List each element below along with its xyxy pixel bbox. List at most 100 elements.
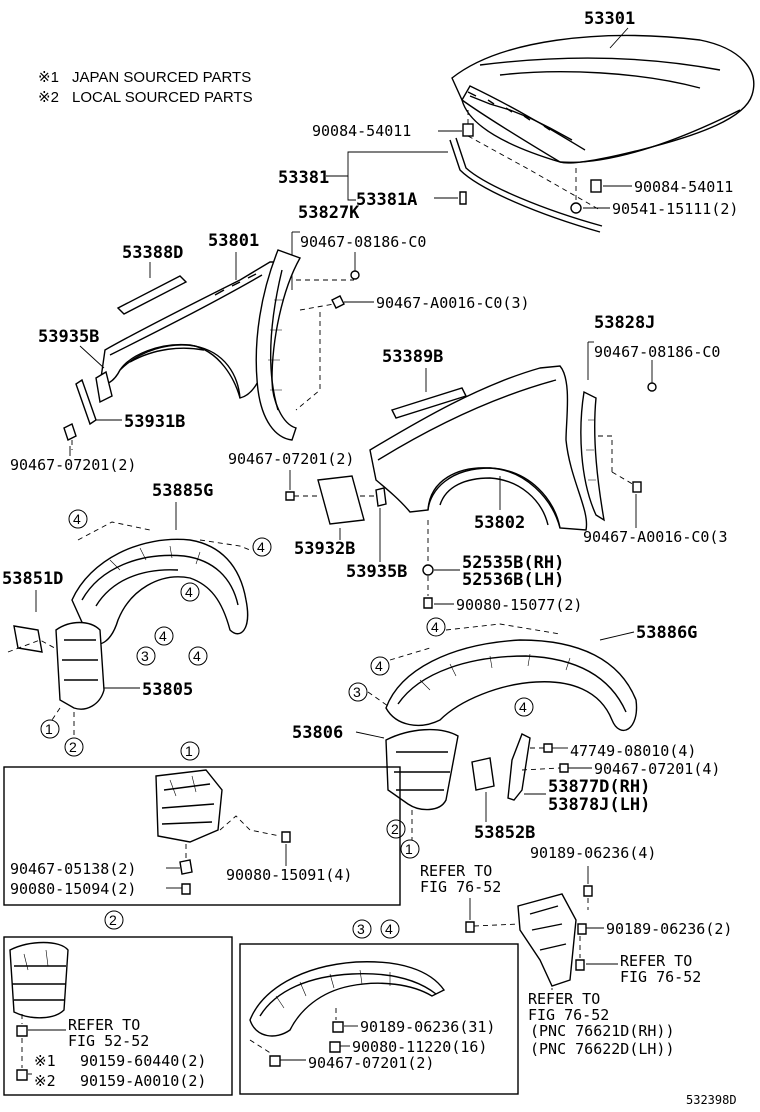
- fender-liner-r-drawing: [580, 390, 605, 522]
- box34-marker-a: 3: [357, 921, 365, 937]
- label-splash-r: 53886G: [636, 623, 697, 643]
- label-pad-l2: 53931B: [124, 412, 185, 432]
- box1-frame: [3, 766, 401, 906]
- mudflap-r: [507, 733, 531, 801]
- marker-2-a: 2: [69, 739, 77, 755]
- note-japan-mark: ※1: [38, 69, 59, 86]
- shield-r: [471, 757, 495, 791]
- box1-label-clip-a: 90467-05138(2): [10, 860, 136, 878]
- label-clip-rh: 52535B(RH): [462, 553, 564, 573]
- marker-1-b: 1: [405, 841, 413, 857]
- label-fender-liner-l: 53827K: [298, 203, 360, 223]
- box2-label-refer: REFER TO: [68, 1016, 140, 1034]
- box1-part-drawing: [155, 769, 223, 843]
- label-seal: 53381: [278, 168, 329, 188]
- liner-l-drawing: [55, 621, 105, 710]
- label-pnc-rh: (PNC 76621D(RH)): [530, 1022, 675, 1040]
- marker-4-d: 4: [159, 628, 167, 644]
- marker-2-b: 2: [391, 821, 399, 837]
- box2-label-refer2: FIG 52-52: [68, 1032, 149, 1050]
- pad-l: [75, 378, 97, 426]
- label-refer-c: REFER TO: [528, 990, 600, 1008]
- box2-marker: 2: [109, 912, 117, 928]
- label-mud-lh: 53878J(LH): [548, 795, 650, 815]
- label-fender-l: 53801: [208, 231, 259, 251]
- note-local-mark: ※2: [38, 89, 59, 106]
- box34-label-clip: 90467-07201(2): [308, 1054, 434, 1072]
- label-clip-07201-4: 90467-07201(4): [594, 760, 720, 778]
- hood-clip-right: [590, 179, 602, 193]
- label-liner-clip-r1: 90467-08186-C0: [594, 343, 720, 361]
- label-fender-seal-r: 53389B: [382, 347, 443, 367]
- box1-marker: 1: [185, 743, 193, 759]
- label-screw-47749: 47749-08010(4): [570, 742, 696, 760]
- fender-liner-l-drawing: [255, 249, 302, 441]
- splash-l-drawing: [71, 538, 249, 645]
- box34-part-drawing: [249, 961, 446, 1037]
- label-refer-b2: FIG 76-52: [620, 968, 701, 986]
- marker-4-f: 4: [431, 619, 439, 635]
- label-screw-06236-2: 90189-06236(2): [606, 920, 732, 938]
- label-splash-l: 53885G: [152, 481, 213, 501]
- box2-local-mark: ※2: [34, 1072, 56, 1090]
- marker-3-a: 3: [141, 648, 149, 664]
- box34-marker-b: 4: [385, 921, 393, 937]
- marker-4-g: 4: [375, 658, 383, 674]
- hood-drawing: [451, 34, 755, 164]
- label-hood-clip-right: 90084-54011: [634, 178, 733, 196]
- hood-clip-left: [462, 123, 474, 137]
- label-screw-06236-4: 90189-06236(4): [530, 844, 656, 862]
- marker-1-a: 1: [45, 721, 53, 737]
- box1-label-screw-b: 90080-15091(4): [226, 866, 352, 884]
- label-hood-clip-left: 90084-54011: [312, 122, 411, 140]
- box34-frame: [239, 943, 519, 1095]
- box34-label-screw-a: 90189-06236(31): [360, 1018, 495, 1036]
- fender-r-drawing: [369, 365, 588, 531]
- fender-l-drawing: [99, 261, 284, 399]
- marker-4-e: 4: [193, 648, 201, 664]
- label-shield-r: 53852B: [474, 823, 535, 843]
- label-mud-rh: 53877D(RH): [548, 777, 650, 797]
- marker-4-b: 4: [257, 539, 265, 555]
- marker-4-c: 4: [185, 584, 193, 600]
- shield-l: [13, 625, 43, 653]
- label-screw-r: 90080-15077(2): [456, 596, 582, 614]
- label-clip-lh: 52536B(LH): [462, 570, 564, 590]
- box2-part-drawing: [9, 941, 69, 1019]
- label-fender-seal-l: 53388D: [122, 243, 183, 263]
- label-pad-r: 53935B: [346, 562, 407, 582]
- label-fender-r: 53802: [474, 513, 525, 533]
- label-liner-clip-l1: 90467-08186-C0: [300, 233, 426, 251]
- label-liner-clip-l2: 90467-A0016-C0(3): [376, 294, 530, 312]
- note-local-text: LOCAL SOURCED PARTS: [72, 89, 253, 106]
- label-mudguard-r: 53932B: [294, 539, 355, 559]
- footer-code: 532398D: [686, 1093, 737, 1107]
- label-refer-b: REFER TO: [620, 952, 692, 970]
- label-shield-l: 53851D: [2, 569, 63, 589]
- mudguard-r: [317, 475, 365, 525]
- marker-4-a: 4: [73, 511, 81, 527]
- hood-seal: [449, 139, 601, 233]
- label-clip-l3: 90467-07201(2): [10, 456, 136, 474]
- label-clip-r2: 90467-07201(2): [228, 450, 354, 468]
- label-fender-liner-r: 53828J: [594, 313, 655, 333]
- label-refer-c2: FIG 76-52: [528, 1006, 609, 1024]
- label-pnc-lh: (PNC 76622D(LH)): [530, 1040, 675, 1058]
- label-refer-a2: FIG 76-52: [420, 878, 501, 896]
- box2-label-screw-local: 90159-A0010(2): [80, 1072, 206, 1090]
- label-liner-clip-r2: 90467-A0016-C0(3: [583, 528, 728, 546]
- marker-4-h: 4: [519, 699, 527, 715]
- label-refer-a: REFER TO: [420, 862, 492, 880]
- liner-r-drawing: [385, 728, 459, 811]
- splash-r-drawing: [385, 639, 638, 732]
- box2-japan-mark: ※1: [34, 1052, 56, 1070]
- label-hood-cushion: 90541-15111(2): [612, 200, 738, 218]
- fender-seal-r: [391, 387, 467, 419]
- label-liner-l: 53805: [142, 680, 193, 700]
- box2-frame: [3, 936, 233, 1096]
- label-seal-a: 53381A: [356, 190, 417, 210]
- marker-3-b: 3: [353, 684, 361, 700]
- fender-seal-l: [116, 275, 188, 315]
- box2-label-screw-japan: 90159-60440(2): [80, 1052, 206, 1070]
